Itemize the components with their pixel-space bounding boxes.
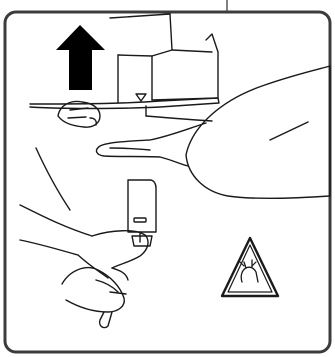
illustration: [0, 0, 335, 357]
